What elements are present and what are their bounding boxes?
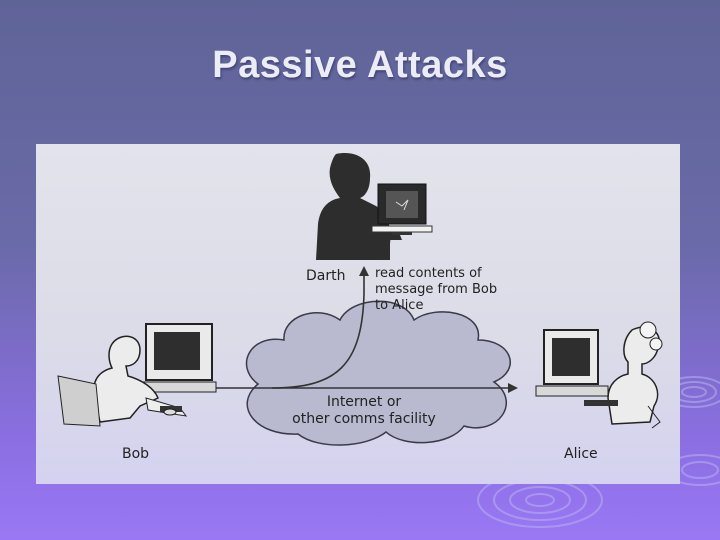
network-cloud (245, 300, 511, 446)
slide-title: Passive Attacks (212, 44, 508, 86)
attacker-note: read contents of message from Bob to Ali… (375, 266, 498, 313)
bob-figure (57, 323, 217, 427)
darth-figure (316, 153, 433, 260)
darth-label: Darth (306, 268, 346, 284)
network-label: Internet or other comms facility (292, 394, 436, 427)
diagram-canvas (57, 153, 663, 446)
diagram-panel: Darth read contents of message from Bob … (36, 144, 680, 484)
alice-label: Alice (564, 446, 598, 462)
intercept-arrow (271, 266, 369, 389)
alice-figure (535, 321, 663, 429)
bob-label: Bob (122, 446, 150, 462)
